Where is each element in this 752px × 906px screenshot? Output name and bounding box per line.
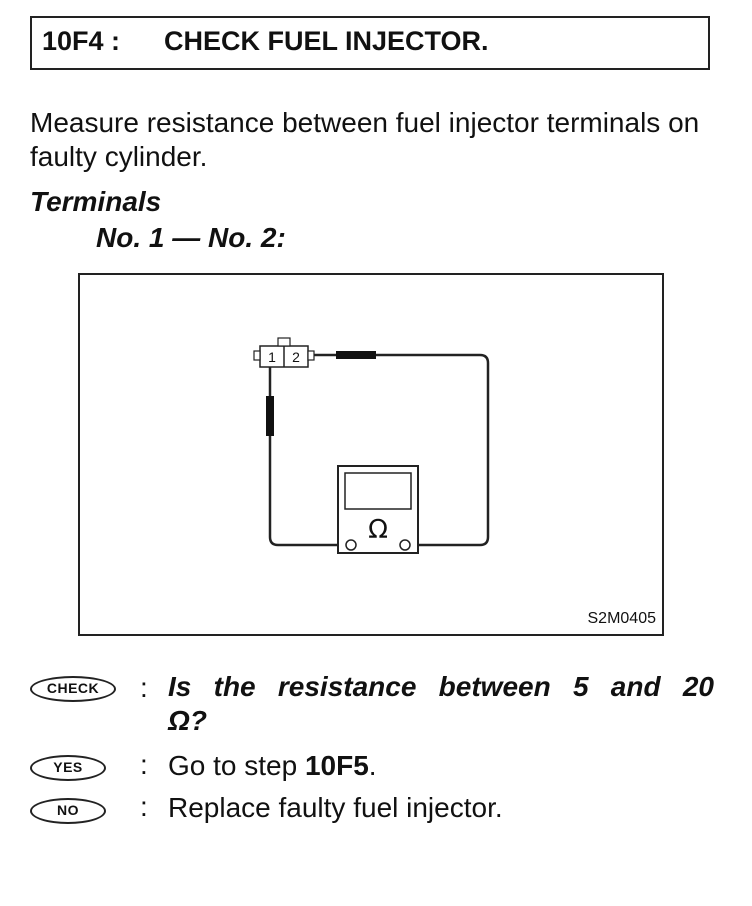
lead-wire-left: [268, 367, 347, 547]
wiring-diagram-svg: 1 2 Ω: [253, 337, 490, 554]
no-row: NO : Replace faulty fuel injector.: [30, 791, 730, 827]
ohmmeter-display: [344, 472, 412, 510]
yes-action-period: .: [368, 750, 377, 781]
yes-row: YES : Go to step 10F5.: [30, 749, 730, 785]
lead-wire-right: [314, 353, 490, 547]
yes-action-text: Go to step: [168, 750, 305, 781]
ohmmeter: Ω: [337, 465, 419, 554]
check-question-line1: Is the resistance between 5 and 20: [168, 671, 714, 702]
wiring-diagram: 1 2 Ω S2M0405: [78, 273, 664, 636]
connector-tab-left: [253, 350, 261, 361]
meter-terminal-right: [399, 539, 411, 551]
probe-left: [266, 396, 274, 436]
probe-right: [336, 351, 376, 359]
no-action-text: Replace faulty fuel injector.: [168, 792, 503, 823]
pin-1-label: 1: [268, 349, 276, 365]
step-title: CHECK FUEL INJECTOR.: [164, 26, 489, 56]
check-colon: :: [140, 672, 148, 703]
connector-latch: [277, 337, 291, 347]
figure-code: S2M0405: [587, 610, 657, 627]
step-title-box: 10F4 : CHECK FUEL INJECTOR.: [30, 16, 710, 70]
yes-step-ref[interactable]: 10F5: [304, 750, 369, 781]
terminals-heading: Terminals: [30, 186, 162, 217]
check-row: CHECK : Is the resistance between 5 and …: [30, 670, 730, 740]
meter-terminal-left: [345, 539, 357, 551]
connector-tab-right: [307, 350, 315, 361]
check-badge: CHECK: [30, 676, 116, 702]
terminals-pair: No. 1 — No. 2:: [96, 222, 286, 253]
yes-action: Go to step 10F5.: [168, 749, 377, 783]
ohm-symbol: Ω: [368, 515, 388, 545]
yes-colon: :: [140, 749, 148, 780]
connector: 1 2: [253, 337, 315, 368]
pin-2-label: 2: [292, 349, 300, 365]
yes-badge: YES: [30, 755, 106, 781]
no-colon: :: [140, 791, 148, 822]
instruction-text: Measure resistance between fuel injector…: [30, 107, 700, 172]
no-badge: NO: [30, 798, 106, 824]
check-question-line2: Ω?: [168, 705, 207, 736]
step-code: 10F4 :: [42, 26, 121, 56]
